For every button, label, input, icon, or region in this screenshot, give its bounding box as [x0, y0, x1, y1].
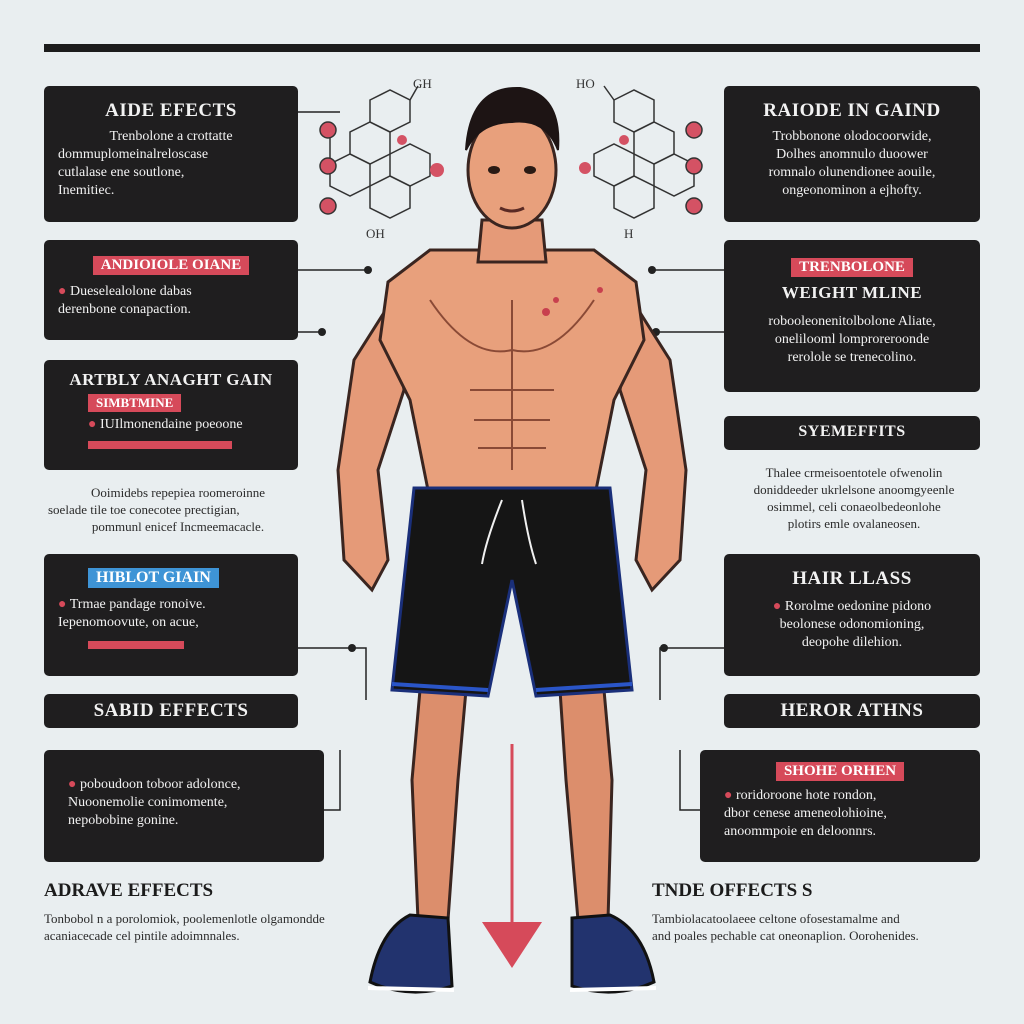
box-line: dommuplomeinalreloscase [58, 147, 209, 162]
trenbolone-tag: TRENBOLONE [791, 258, 913, 277]
left-effects-detail-box: ● poboudoon toboor adolonce, Nuoonemolie… [44, 750, 324, 862]
molecule-right [593, 85, 695, 219]
weight-gain-tag: SIMBTMINE [88, 394, 182, 412]
left-free-text-2: Tonbobol n a porolomiok, poolemenlotle o… [44, 911, 325, 943]
shohe-orhen-tag: SHOHE ORHEN [775, 762, 905, 781]
box-line: beolonese odonomioning, [779, 617, 925, 632]
box-line: derenbone conapaction. [58, 302, 191, 317]
weight-gain-box: ARTBLY ANAGHT GAIN SIMBTMINE ● IUIlmonen… [44, 360, 298, 470]
side-effects-title: AIDE EFECTS [105, 100, 237, 121]
box-line: ● poboudoon toboor adolonce, [68, 777, 241, 792]
weight-gain-title: ARTBLY ANAGHT GAIN [69, 370, 273, 389]
box-line: ● Trmae pandage ronoive. [58, 597, 206, 612]
molecule-label-left-top: GH [413, 76, 432, 91]
top-divider [44, 44, 980, 52]
box-line: Nuoonemolie conimomente, [68, 795, 228, 810]
left-free-text-1: Ooimidebs repepiea roomeroinne soelade t… [48, 485, 265, 534]
sabid-effects-title: SABID EFFECTS [93, 700, 249, 721]
box-line: Iepenomoovute, on acue, [58, 615, 199, 630]
box-line: ongeonominon a ejhofty. [782, 183, 922, 198]
box-line: cutlalase ene soutlone, [58, 165, 185, 180]
molecule-label-left-bottom: OH [366, 226, 385, 241]
box-line: dbor cenese ameneolohioine, [724, 806, 887, 821]
connector-lines [298, 111, 724, 811]
box-line: ● Dueselealolone dabas [58, 284, 192, 299]
molecule-left [329, 85, 431, 219]
molecule-label-right-top: HO [576, 76, 595, 91]
hair-loss-title: HAIR LLASS [792, 568, 912, 589]
trenbolone-box: TRENBOLONE WEIGHT MLINE robooleonenitolb… [724, 240, 980, 392]
heror-athns-box: HEROR ATHNS [724, 694, 980, 728]
box-line: romnalo olunendionee aouile, [768, 165, 936, 180]
box-line: nepobobine gonine. [68, 813, 179, 828]
tnde-offects-title: TNDE OFFECTS S [652, 880, 813, 901]
hair-loss-box: HAIR LLASS ● Rorolme oedonine pidono beo… [724, 554, 980, 676]
red-bar [88, 641, 184, 649]
syemefits-box: SYEMEFFITS [724, 416, 980, 450]
molecule-label-right-bottom: H [624, 226, 634, 241]
box-line: robooleonenitolbolone Aliate, [768, 314, 936, 329]
down-arrow [482, 744, 542, 968]
muscular-figure [336, 86, 688, 994]
box-line: rerolole se trenecolino. [787, 350, 917, 365]
right-free-text-1: Thalee crmeisoentotele ofwenolin donidde… [753, 465, 955, 531]
box-line: Trenbolone a crottatte [109, 129, 233, 144]
box-line: deopohe dilehion. [801, 635, 903, 650]
hair-gain-box: HIBLOT GIAIN ● Trmae pandage ronoive. Ie… [44, 554, 298, 676]
androgen-box: ANDIOIOLE OIANE ● Dueselealolone dabas d… [44, 240, 298, 340]
heror-athns-title: HEROR ATHNS [780, 700, 924, 721]
red-bar [88, 441, 232, 449]
syemefits-title: SYEMEFFITS [798, 423, 906, 440]
weight-mline-title: WEIGHT MLINE [781, 283, 923, 302]
box-line: ● IUIlmonendaine poeoone [88, 417, 243, 432]
shohe-orhen-box: SHOHE ORHEN ● roridoroone hote rondon, d… [700, 750, 980, 862]
hair-gain-tag: HIBLOT GIAIN [88, 568, 219, 588]
box-line: onelilooml lomproreroonde [774, 332, 930, 347]
box-line: Inemitiec. [58, 183, 115, 198]
right-free-text-2: Tambiolacatoolaeee celtone ofosestamalme… [652, 911, 919, 943]
raiode-gain-title: RAIODE IN GAIND [763, 100, 941, 121]
box-line: Dolhes anomnulo duoower [776, 147, 928, 162]
adverse-effects-title: ADRAVE EFFECTS [44, 880, 214, 901]
box-line: ● roridoroone hote rondon, [724, 788, 877, 803]
androgen-tag: ANDIOIOLE OIANE [92, 256, 250, 275]
raiode-gain-box: RAIODE IN GAIND Trobbonone olodocoorwide… [724, 86, 980, 222]
box-line: Trobbonone olodocoorwide, [772, 129, 932, 144]
sabid-effects-box: SABID EFFECTS [44, 694, 298, 728]
box-line: anoommpoie en deloonnrs. [724, 824, 877, 839]
side-effects-box: AIDE EFECTS Trenbolone a crottatte dommu… [44, 86, 298, 222]
box-line: ● Rorolme oedonine pidono [772, 599, 932, 614]
